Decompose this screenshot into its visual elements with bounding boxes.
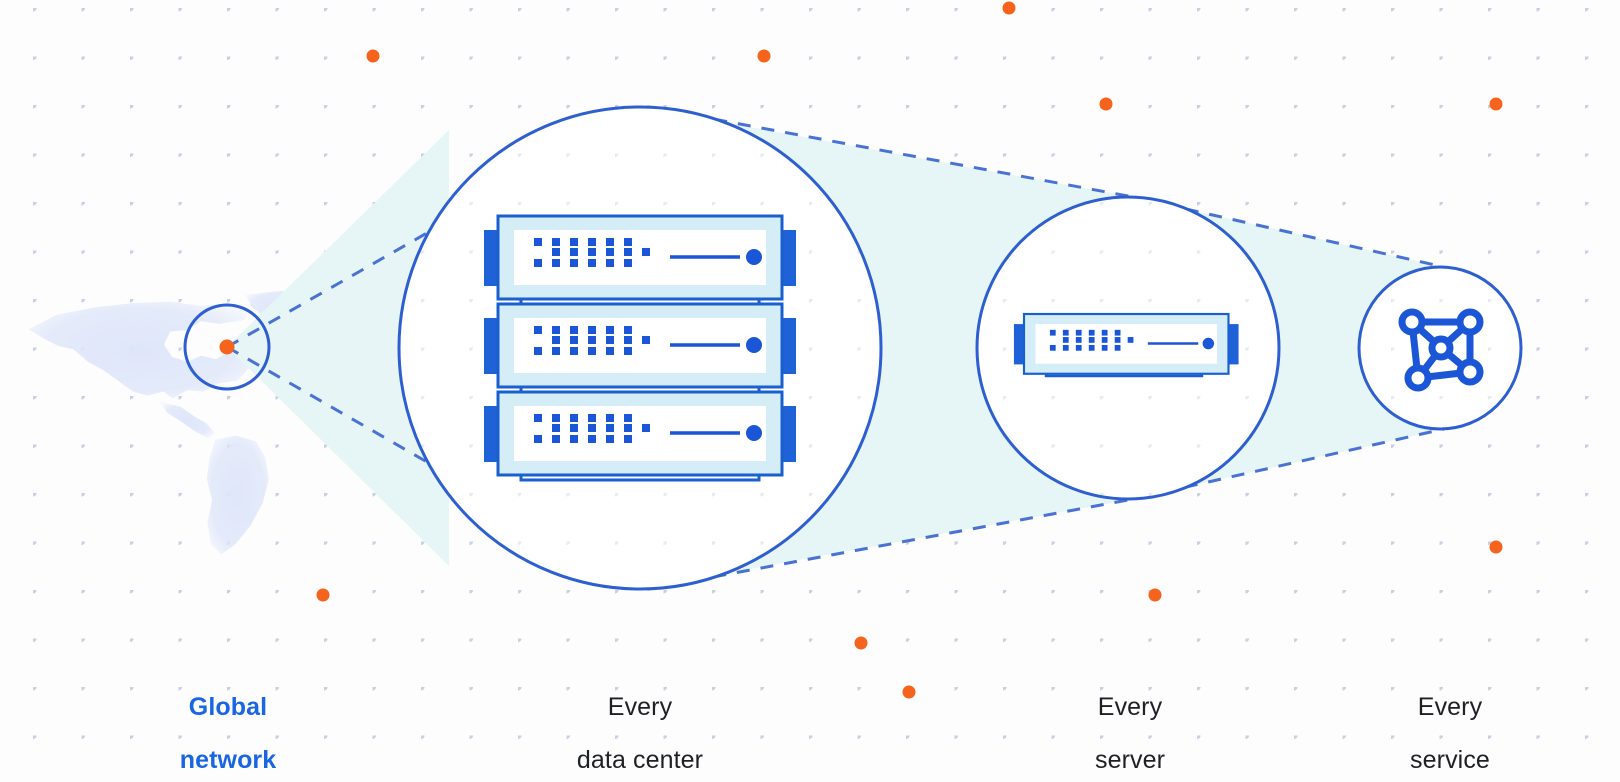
accent-dot xyxy=(902,685,916,699)
accent-dot xyxy=(854,636,868,650)
accent-dot xyxy=(757,49,771,63)
circle-every-service xyxy=(1357,265,1523,431)
accent-dot xyxy=(1489,97,1503,111)
accent-dot xyxy=(1002,1,1016,15)
accent-dot xyxy=(1099,97,1113,111)
accent-dot xyxy=(1489,540,1503,554)
circle-global-network xyxy=(183,303,271,391)
location-dot-icon xyxy=(219,339,235,355)
accent-dot xyxy=(316,588,330,602)
circle-every-datacenter xyxy=(397,105,883,591)
accent-dot xyxy=(366,49,380,63)
accent-dot xyxy=(1148,588,1162,602)
circle-every-server xyxy=(975,195,1281,501)
